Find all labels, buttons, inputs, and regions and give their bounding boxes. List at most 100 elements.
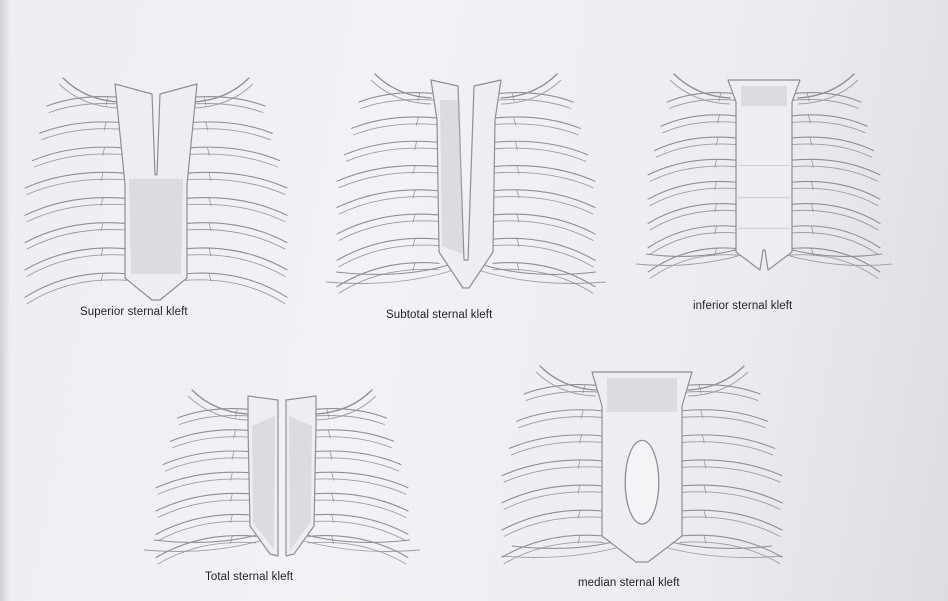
- costal-cartilage-mark: [581, 410, 583, 419]
- rib-stroke: [504, 492, 604, 509]
- clavicle-stroke: [501, 74, 557, 98]
- rib-stroke: [352, 117, 439, 128]
- costal-cartilage-mark: [206, 122, 208, 130]
- sternum-shading: [741, 86, 787, 106]
- rib-stroke: [346, 148, 439, 161]
- rib-stroke: [165, 458, 256, 471]
- rib-stroke: [308, 472, 408, 488]
- clavicle-stroke: [375, 74, 431, 98]
- clavicle-stroke: [193, 78, 249, 102]
- costal-cartilage-mark: [702, 435, 704, 444]
- rib-stroke: [650, 188, 738, 205]
- rib-stroke: [493, 245, 593, 267]
- rib-stroke: [339, 245, 439, 267]
- superior-sternal-cleft-label: Superior sternal kleft: [80, 306, 188, 318]
- rib-stroke: [25, 248, 127, 270]
- rib-stroke: [354, 124, 439, 135]
- rib-stroke: [680, 417, 765, 428]
- rib-stroke: [680, 442, 773, 455]
- clavicle-stroke: [674, 74, 730, 98]
- costal-cartilage-mark: [809, 115, 811, 124]
- inferior-sternal-cleft-drawing: [636, 74, 892, 279]
- rib-stroke: [493, 148, 586, 161]
- rib-stroke: [339, 269, 439, 293]
- costal-cartilage-mark: [232, 451, 234, 460]
- rib-stroke: [493, 238, 595, 260]
- rib-stroke: [493, 197, 593, 214]
- clavicle-stroke: [540, 366, 596, 390]
- rib-stroke: [42, 129, 127, 140]
- rib-stroke: [185, 172, 287, 188]
- rib-stroke: [504, 517, 604, 537]
- rib-stroke: [170, 430, 256, 441]
- sternum-shading: [607, 378, 677, 412]
- rib-stroke: [34, 154, 127, 167]
- rib-stroke: [661, 115, 738, 126]
- rib-stroke: [680, 517, 780, 537]
- rib-stroke: [493, 166, 595, 182]
- median-cleft-opening: [625, 440, 659, 524]
- rib-stroke: [27, 204, 127, 221]
- rib-stroke: [517, 410, 604, 421]
- rib-stroke: [790, 226, 880, 248]
- rib-stroke: [185, 154, 278, 167]
- superior-sternal-cleft-drawing: [25, 78, 287, 304]
- rib-stroke: [339, 221, 439, 241]
- rib-stroke: [25, 273, 127, 297]
- rib-stroke: [790, 210, 878, 230]
- clavicle-stroke: [192, 390, 248, 414]
- subtotal-sternal-cleft-drawing: [326, 74, 606, 293]
- rib-stroke: [790, 248, 880, 272]
- rib-stroke: [185, 280, 285, 304]
- rib-stroke: [648, 248, 738, 272]
- inferior-sternal-cleft-label: inferior sternal kleft: [693, 300, 792, 312]
- sternum: [728, 80, 800, 270]
- rib-stroke: [648, 226, 738, 248]
- rib-stroke: [185, 129, 270, 140]
- costal-cartilage-mark: [330, 451, 332, 460]
- costal-cartilage-mark: [328, 430, 330, 439]
- costal-cartilage-mark: [415, 141, 417, 150]
- rib-stroke: [27, 229, 127, 249]
- rib-stroke: [680, 492, 780, 509]
- costal-cartilage-mark: [234, 430, 236, 439]
- costal-margin-stroke: [294, 538, 420, 552]
- rib-stroke: [185, 204, 285, 221]
- rib-stroke: [40, 122, 127, 133]
- rib-stroke: [790, 144, 872, 157]
- total-sternal-cleft-drawing: [144, 390, 420, 564]
- clavicle-stroke: [63, 78, 119, 102]
- rib-stroke: [790, 122, 865, 133]
- costal-cartilage-mark: [514, 117, 516, 126]
- rib-stroke: [511, 442, 604, 455]
- rib-stroke: [185, 122, 272, 133]
- rib-stroke: [790, 255, 878, 279]
- rib-stroke: [308, 458, 399, 471]
- rib-stroke: [185, 248, 287, 270]
- clavicle-stroke: [688, 366, 744, 390]
- rib-stroke: [519, 417, 604, 428]
- rib-stroke: [493, 269, 593, 293]
- costal-cartilage-mark: [716, 137, 718, 146]
- rib-stroke: [27, 280, 127, 304]
- costal-cartilage-mark: [701, 410, 703, 419]
- costal-cartilage-mark: [717, 115, 719, 124]
- rib-stroke: [648, 159, 738, 175]
- median-sternal-cleft-drawing: [502, 366, 782, 564]
- rib-stroke: [790, 115, 867, 126]
- costal-cartilage-mark: [580, 435, 582, 444]
- rib-stroke: [493, 124, 578, 135]
- rib-stroke: [339, 197, 439, 214]
- median-sternal-cleft-label: median sternal kleft: [578, 577, 680, 589]
- costal-cartilage-mark: [810, 137, 812, 146]
- rib-stroke: [25, 172, 127, 188]
- rib-stroke: [663, 122, 738, 133]
- rib-stroke: [493, 221, 593, 241]
- costal-cartilage-mark: [416, 117, 418, 126]
- sternum-shading: [129, 179, 183, 274]
- rib-stroke: [790, 159, 880, 175]
- clavicle-stroke: [798, 74, 854, 98]
- sternum-shading: [440, 100, 463, 254]
